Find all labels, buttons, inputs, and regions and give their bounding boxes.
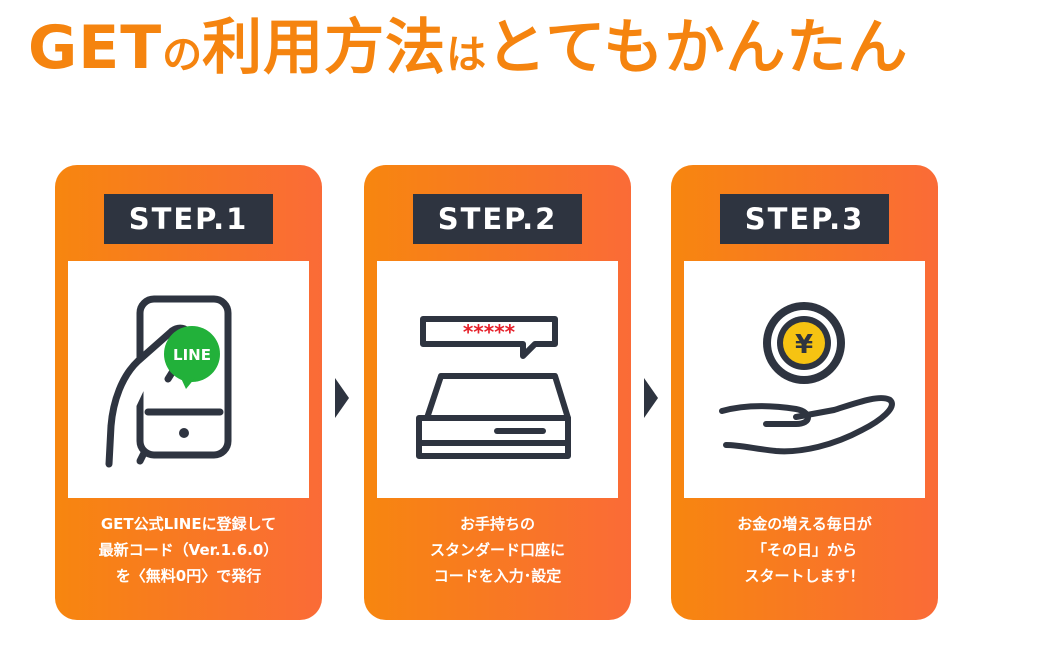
step-description: お手持ちの スタンダード口座に コードを入力･設定 xyxy=(364,511,631,589)
step-label: STEP.3 xyxy=(720,194,889,244)
password-card-icon: ***** xyxy=(416,316,571,459)
step-card-3: STEP.3 ¥ お金の増える毎日が 「その日」から スタートします！ xyxy=(671,165,938,620)
next-arrow-icon xyxy=(644,378,658,418)
step-description-line: スタートします！ xyxy=(744,567,865,585)
title-kantan: かんたん xyxy=(664,13,909,83)
step-label: STEP.2 xyxy=(413,194,582,244)
step-description-line: お金の増える毎日が xyxy=(737,515,872,533)
yen-coin-hand-icon: ¥ xyxy=(719,302,895,455)
title-totemo: とても xyxy=(486,13,665,83)
step-description-line: コードを入力･設定 xyxy=(433,567,562,585)
yen-symbol: ¥ xyxy=(795,330,813,360)
title-no: の xyxy=(162,32,203,78)
step-description-line: スタンダード口座に xyxy=(429,541,565,559)
step-card-1: STEP.1 LINE GET公式LINEに登録して 最新コード（Ver.1.6… xyxy=(55,165,322,620)
next-arrow-icon xyxy=(335,378,349,418)
page-title: GETの利用方法はとてもかんたん xyxy=(28,18,908,78)
step-illustration: ¥ xyxy=(684,261,925,498)
line-badge-text: LINE xyxy=(173,346,211,364)
step-illustration: ***** xyxy=(377,261,618,498)
step-description: お金の増える毎日が 「その日」から スタートします！ xyxy=(671,511,938,589)
step-description-line: を〈無料0円〉で発行 xyxy=(115,567,262,585)
title-riyou-houhou: 利用方法 xyxy=(202,13,447,83)
step-card-2: STEP.2 ***** お手持ちの スタンダード口座に コードを入力･設定 xyxy=(364,165,631,620)
smartphone-line-icon: LINE xyxy=(105,295,232,468)
step-description-line: 最新コード（Ver.1.6.0） xyxy=(98,541,279,559)
title-get: GET xyxy=(28,13,163,83)
step-description-line: 「その日」から xyxy=(751,541,857,559)
step-description-line: GET公式LINEに登録して xyxy=(100,515,277,533)
password-mask-text: ***** xyxy=(463,320,516,344)
title-wa: は xyxy=(446,32,487,78)
step-description-line: お手持ちの xyxy=(459,515,535,533)
step-description: GET公式LINEに登録して 最新コード（Ver.1.6.0） を〈無料0円〉で… xyxy=(55,511,322,589)
step-illustration: LINE xyxy=(68,261,309,498)
step-label: STEP.1 xyxy=(104,194,273,244)
